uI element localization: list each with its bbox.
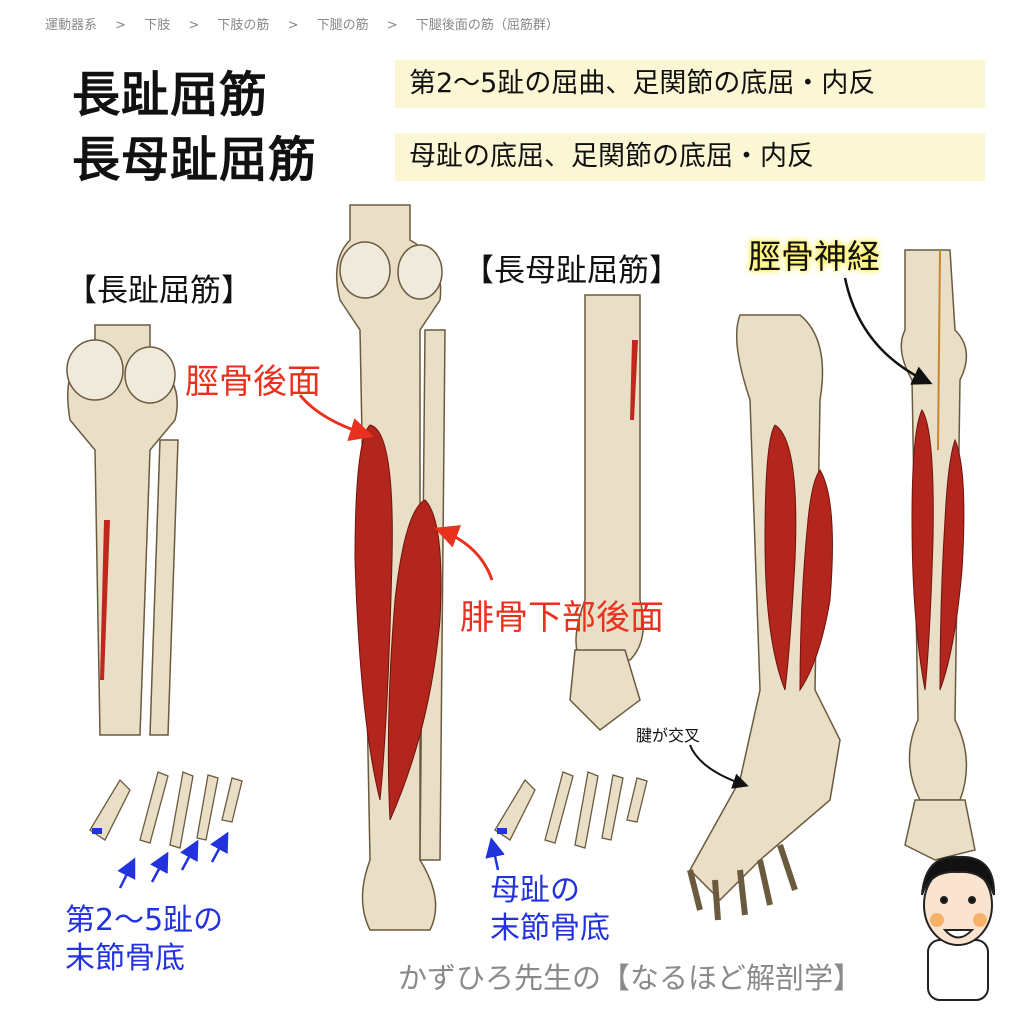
arrow-tibial-nerve: [843, 277, 933, 385]
breadcrumb: 運動器系 > 下肢 > 下肢の筋 > 下腿の筋 > 下腿後面の筋（屈筋群）: [45, 14, 573, 33]
toe-bones-fig1: [89, 771, 243, 849]
tibial-nerve-line: [937, 249, 941, 451]
action-fhl: 母趾の底屈、足関節の底屈・内反: [395, 133, 985, 181]
muscles-fig5: [911, 408, 965, 691]
label-fhl-insertion: 母趾の 末節骨底: [490, 872, 610, 948]
title-fhl: 長母趾屈筋: [72, 132, 318, 188]
label-fhl-insertion-line2: 末節骨底: [490, 911, 610, 946]
breadcrumb-item[interactable]: 下肢の筋: [217, 18, 270, 33]
leg-foot-fig4: [687, 314, 841, 921]
arrow-tibia-posterior: [298, 394, 374, 442]
mascot-face: [921, 855, 996, 1001]
action-fdl: 第2〜5趾の屈曲、足関節の底屈・内反: [395, 60, 985, 108]
leg-bones-fig3: [569, 294, 645, 731]
breadcrumb-separator: >: [386, 18, 398, 33]
arrow-fibula-lower-posterior: [434, 525, 494, 581]
arrows-blue: [117, 831, 505, 889]
toe-bones-fig3: [494, 771, 648, 849]
label-fhl-insertion-line1: 母趾の: [490, 873, 580, 908]
breadcrumb-item[interactable]: 下肢: [144, 18, 171, 33]
label-tibial-nerve: 脛骨神経: [748, 237, 880, 276]
breadcrumb-item[interactable]: 運動器系: [45, 18, 98, 33]
label-fdl-insertion-line1: 第2〜5趾の: [65, 903, 224, 938]
label-tendon-cross: 腱が交叉: [636, 726, 701, 745]
leg-bones-fig5: [900, 249, 976, 861]
muscles-fig4: [764, 424, 833, 692]
breadcrumb-item: 下腿後面の筋（屈筋群）: [415, 18, 559, 33]
label-fhl: 【長母趾屈筋】: [463, 253, 680, 289]
site-credit: かずひろ先生の【なるほど解剖学】: [398, 961, 863, 995]
breadcrumb-item[interactable]: 下腿の筋: [316, 18, 369, 33]
leg-bones-fig1: [66, 324, 179, 736]
label-fdl-insertion-line2: 末節骨底: [65, 941, 185, 976]
title-fdl: 長趾屈筋: [72, 67, 269, 123]
breadcrumb-separator: >: [287, 18, 299, 33]
arrow-tendon-cross: [689, 744, 749, 789]
breadcrumb-separator: >: [188, 18, 200, 33]
breadcrumb-separator: >: [115, 18, 127, 33]
label-tibia-posterior: 脛骨後面: [185, 362, 321, 402]
muscles-fig2: [354, 424, 442, 881]
label-fdl: 【長趾屈筋】: [66, 273, 252, 309]
label-fdl-insertion: 第2〜5趾の 末節骨底: [65, 902, 223, 978]
label-fibula-lower-posterior: 腓骨下部後面: [460, 598, 664, 638]
